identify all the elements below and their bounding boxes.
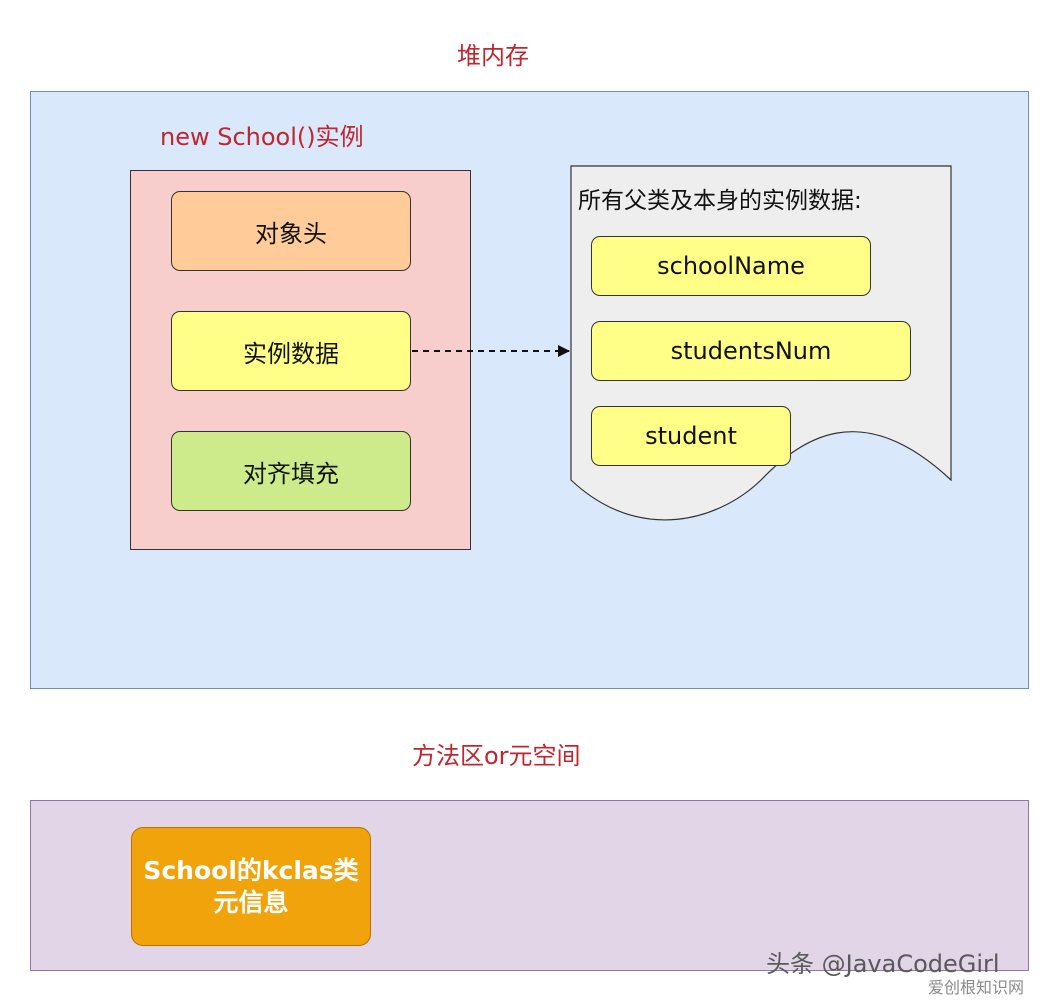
instance-data-box: 实例数据 (171, 311, 411, 391)
watermark-text: 头条 @JavaCodeGirl (766, 950, 1000, 978)
padding-box: 对齐填充 (171, 431, 411, 511)
field-box-student: student (591, 406, 791, 466)
instance-data-doc-title: 所有父类及本身的实例数据: (578, 188, 862, 214)
klass-label-line1: School的kclas类 (143, 855, 359, 885)
instance-title: new School()实例 (160, 123, 364, 151)
field-label: studentsNum (670, 337, 832, 365)
object-header-label: 对象头 (255, 219, 327, 248)
watermark-sub-text: 爱创根知识网 (928, 978, 1025, 997)
field-box-school-name: schoolName (591, 236, 871, 296)
method-area-title: 方法区or元空间 (412, 742, 581, 770)
object-header-box: 对象头 (171, 191, 411, 271)
klass-label-line2: 元信息 (213, 887, 289, 917)
field-label: student (645, 422, 737, 450)
padding-label: 对齐填充 (243, 459, 339, 488)
field-box-students-num: studentsNum (591, 321, 911, 381)
field-label: schoolName (657, 252, 805, 280)
instance-data-label: 实例数据 (243, 339, 339, 368)
klass-metadata-box: School的kclas类 元信息 (131, 827, 371, 946)
heap-memory-title: 堆内存 (457, 42, 529, 70)
